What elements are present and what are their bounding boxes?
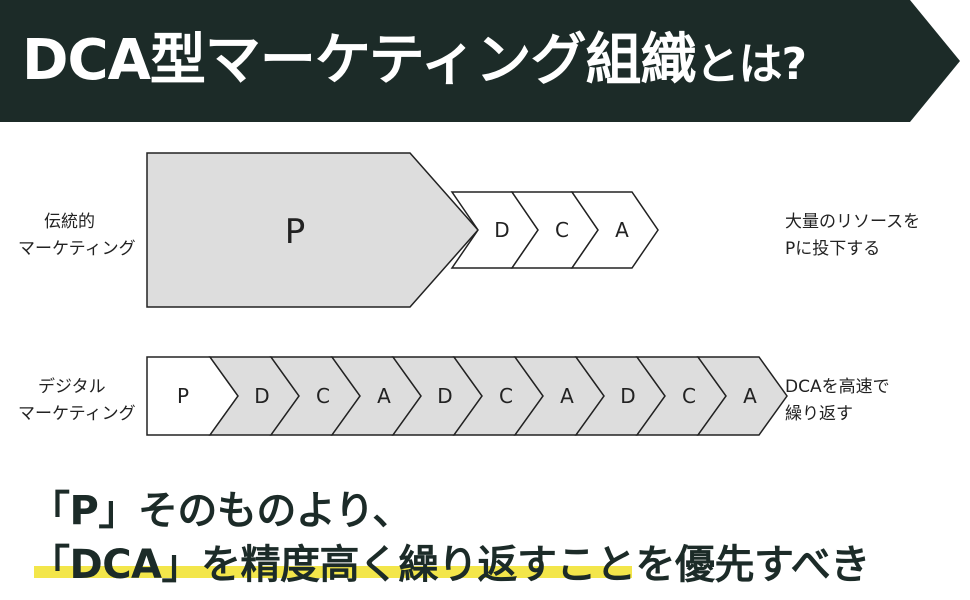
digital-label-line1: デジタル xyxy=(38,377,106,397)
traditional-desc-line2: Pに投下する xyxy=(785,239,881,259)
traditional-label-line2: マーケティング xyxy=(18,239,136,259)
conclusion-line2: 「DCA」を精度高く繰り返すことを優先すべき xyxy=(30,542,870,588)
conclusion-highlight xyxy=(34,566,632,578)
traditional-step-label: D xyxy=(494,218,509,242)
traditional-label-line1: 伝統的 xyxy=(44,212,95,232)
banner-arrow-shape xyxy=(0,0,960,122)
traditional-step-label: P xyxy=(285,212,306,252)
digital-step-label: A xyxy=(560,384,574,408)
digital-step-label: A xyxy=(743,384,757,408)
digital-description: DCAを高速で 繰り返す xyxy=(785,374,890,428)
traditional-step-p xyxy=(146,152,480,308)
digital-step-label: C xyxy=(316,384,330,408)
digital-step-label: C xyxy=(682,384,696,408)
traditional-desc-line1: 大量のリソースを xyxy=(785,212,921,232)
digital-desc-line1: DCAを高速で xyxy=(785,377,890,397)
digital-step-a xyxy=(696,356,788,436)
digital-step-label: A xyxy=(377,384,391,408)
digital-step-label: P xyxy=(177,384,189,408)
traditional-step-a xyxy=(570,191,659,269)
title-banner: DCA型マーケティング組織とは? xyxy=(0,0,970,122)
digital-label-line2: マーケティング xyxy=(18,404,136,424)
digital-step-label: D xyxy=(620,384,635,408)
traditional-step-label: A xyxy=(615,218,629,242)
digital-label: デジタル マーケティング xyxy=(18,374,136,428)
traditional-description: 大量のリソースを Pに投下する xyxy=(785,209,920,263)
conclusion-line1: 「P」そのものより、 xyxy=(30,488,412,534)
traditional-step-label: C xyxy=(555,218,569,242)
digital-step-label: D xyxy=(254,384,269,408)
traditional-label: 伝統的 マーケティング xyxy=(18,209,136,263)
title-main: DCA型マーケティング組織 xyxy=(22,28,696,93)
page-title: DCA型マーケティング組織とは? xyxy=(22,26,807,96)
digital-step-label: C xyxy=(499,384,513,408)
digital-desc-line2: 繰り返す xyxy=(785,404,853,424)
title-suffix: とは? xyxy=(695,39,807,90)
digital-step-label: D xyxy=(437,384,452,408)
